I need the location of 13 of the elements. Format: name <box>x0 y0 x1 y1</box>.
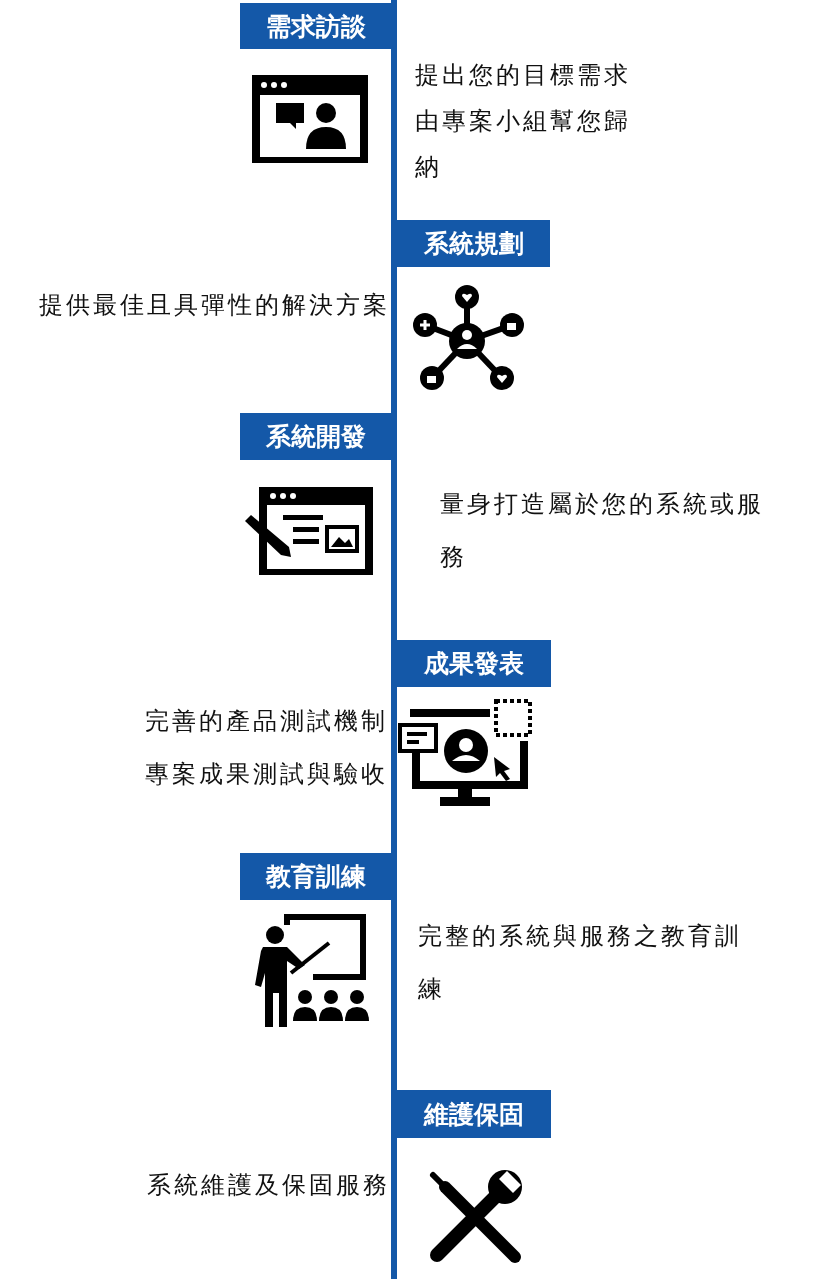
step-description: 完善的產品測試機制 <box>144 706 388 737</box>
step-tab: 系統規劃 <box>397 220 550 267</box>
step-tab: 教育訓練 <box>240 853 391 900</box>
step-description: 系統維護及保固服務 <box>146 1170 390 1201</box>
step-description: 提供最佳且具彈性的解決方案 <box>38 290 390 321</box>
step-tab: 維護保固 <box>397 1090 551 1138</box>
step-tab: 需求訪談 <box>240 3 391 49</box>
step-description: 量身打造屬於您的系統或服務 <box>440 489 765 573</box>
step-tab: 成果發表 <box>397 640 551 687</box>
step-description: 提出您的目標需求由專案小組幫您歸納 <box>415 60 632 183</box>
step-description: 專案成果測試與驗收 <box>144 759 388 790</box>
step-description: 完整的系統與服務之教育訓練 <box>418 921 743 1005</box>
step-tab: 系統開發 <box>240 413 391 460</box>
